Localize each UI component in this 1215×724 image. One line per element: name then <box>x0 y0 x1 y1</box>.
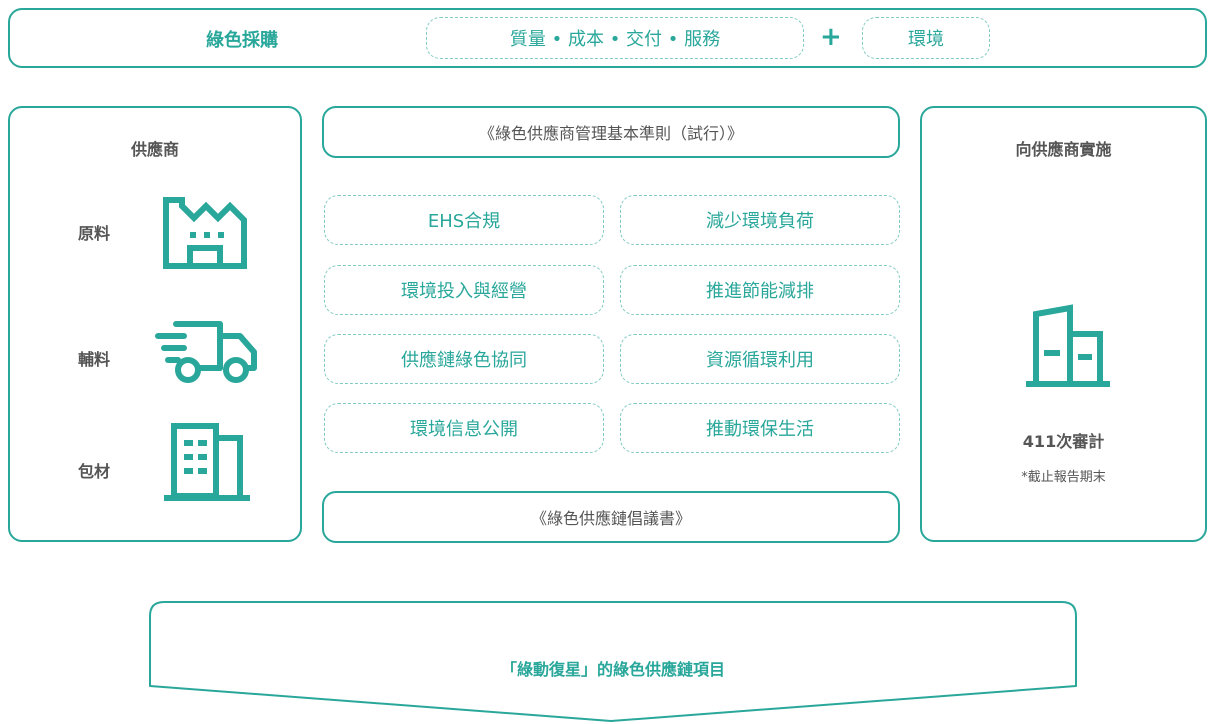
bottom-banner-text: 「綠動復星」的綠色供應鏈項目 <box>500 660 725 679</box>
implement-panel: 向供應商實施 411次審計 *截止報告期末 <box>920 106 1207 542</box>
building-icon <box>164 423 250 501</box>
plus-icon: + <box>820 22 842 52</box>
grid-item-info-disclosure: 環境信息公開 <box>324 403 604 453</box>
audit-note: *截止報告期末 <box>1021 470 1106 485</box>
green-procurement-banner: 綠色採購 質量 • 成本 • 交付 • 服務 + 環境 <box>8 8 1207 68</box>
implement-title: 向供應商實施 <box>1015 140 1112 159</box>
supplier-panel: 供應商 原料 輔料 包材 <box>8 106 302 542</box>
banner-title: 綠色採購 <box>206 30 278 51</box>
guidelines-doc-label: 《綠色供應商管理基本準則（試行）》 <box>478 124 743 143</box>
truck-icon <box>155 321 257 383</box>
guidelines-doc: 《綠色供應商管理基本準則（試行）》 <box>322 106 900 158</box>
qualities-pill: 質量 • 成本 • 交付 • 服務 <box>426 17 804 59</box>
initiative-doc-label: 《綠色供應鏈倡議書》 <box>530 509 691 528</box>
supplier-title: 供應商 <box>130 140 179 159</box>
packaging-label: 包材 <box>78 462 111 481</box>
environment-pill: 環境 <box>862 17 990 59</box>
grid-item-reduce-load: 減少環境負荷 <box>620 195 900 245</box>
initiative-doc: 《綠色供應鏈倡議書》 <box>322 491 900 543</box>
factory-icon <box>163 197 247 269</box>
audit-count: 411次審計 <box>1022 432 1105 451</box>
grid-item-energy-saving: 推進節能減排 <box>620 265 900 315</box>
grid-item-env-investment: 環境投入與經營 <box>324 265 604 315</box>
office-building-icon <box>1026 304 1110 387</box>
grid-item-ehs: EHS合規 <box>324 195 604 245</box>
grid-item-green-living: 推動環保生活 <box>620 403 900 453</box>
grid-item-supply-chain: 供應鏈綠色協同 <box>324 334 604 384</box>
auxiliary-material-label: 輔料 <box>78 350 111 369</box>
grid-item-recycling: 資源循環利用 <box>620 334 900 384</box>
raw-material-label: 原料 <box>78 224 111 243</box>
